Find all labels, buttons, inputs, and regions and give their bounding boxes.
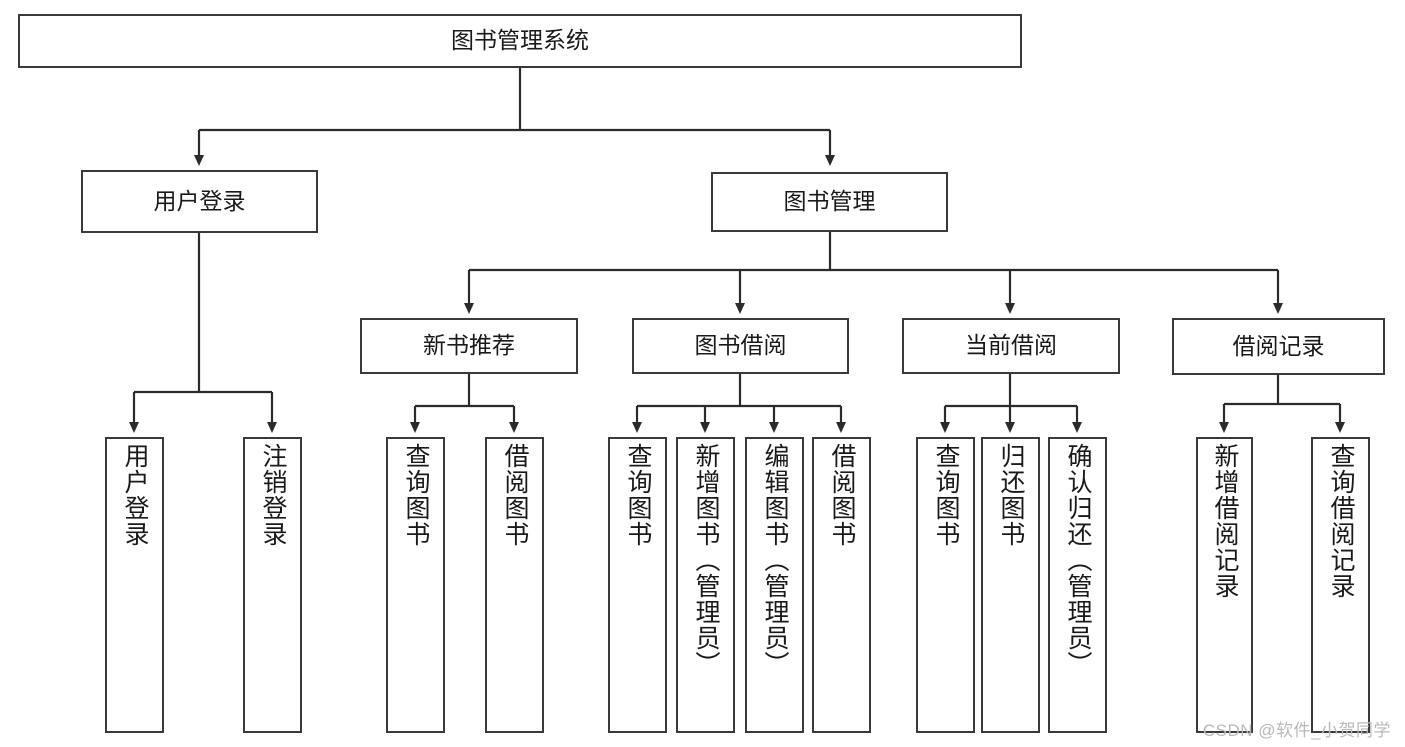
leaf-query-record[interactable]: 查询借阅记录 (1311, 437, 1370, 733)
node-label: 用户登录 (153, 187, 246, 214)
leaf-add-book[interactable]: 新增图书（管理员） (676, 437, 735, 733)
node-user-login[interactable]: 用户登录 (81, 170, 318, 233)
node-label: 新增图书（管理员） (692, 443, 720, 677)
node-label: 查询借阅记录 (1327, 443, 1355, 599)
watermark: CSDN @软件_小贺同学 (1202, 721, 1391, 740)
node-label: 查询图书 (402, 443, 430, 547)
node-label: 注销登录 (259, 443, 287, 547)
leaf-query-book-1[interactable]: 查询图书 (386, 437, 445, 733)
leaf-edit-book[interactable]: 编辑图书（管理员） (745, 437, 804, 733)
node-label: 查询图书 (932, 443, 960, 547)
leaf-return-book[interactable]: 归还图书 (981, 437, 1040, 733)
node-book-manage[interactable]: 图书管理 (711, 172, 948, 232)
leaf-user-logout[interactable]: 注销登录 (243, 437, 302, 733)
node-label: 图书管理 (783, 188, 876, 215)
node-current-borrow[interactable]: 当前借阅 (902, 318, 1120, 374)
node-book-borrow[interactable]: 图书借阅 (632, 318, 849, 374)
leaf-query-book-2[interactable]: 查询图书 (608, 437, 667, 733)
leaf-confirm-return[interactable]: 确认归还（管理员） (1048, 437, 1107, 733)
node-label: 当前借阅 (965, 332, 1057, 359)
node-label: 用户登录 (121, 443, 149, 547)
node-label: 借阅图书 (501, 443, 529, 547)
node-label: 借阅图书 (828, 443, 856, 547)
node-label: 新书推荐 (423, 332, 515, 359)
node-new-book-recommend[interactable]: 新书推荐 (360, 318, 578, 374)
leaf-user-login[interactable]: 用户登录 (105, 437, 164, 733)
node-label: 借阅记录 (1232, 332, 1325, 359)
node-borrow-record[interactable]: 借阅记录 (1172, 318, 1385, 375)
node-label: 新增借阅记录 (1211, 443, 1239, 599)
node-label: 查询图书 (624, 443, 652, 547)
node-label: 图书管理系统 (451, 27, 589, 54)
node-label: 确认归还（管理员） (1064, 443, 1092, 677)
leaf-borrow-book-2[interactable]: 借阅图书 (812, 437, 871, 733)
leaf-query-book-3[interactable]: 查询图书 (916, 437, 975, 733)
leaf-add-record[interactable]: 新增借阅记录 (1196, 437, 1253, 733)
node-label: 编辑图书（管理员） (761, 443, 789, 677)
leaf-borrow-book-1[interactable]: 借阅图书 (485, 437, 544, 733)
node-label: 归还图书 (997, 443, 1025, 547)
node-root-system[interactable]: 图书管理系统 (18, 14, 1022, 68)
node-label: 图书借阅 (694, 332, 787, 359)
